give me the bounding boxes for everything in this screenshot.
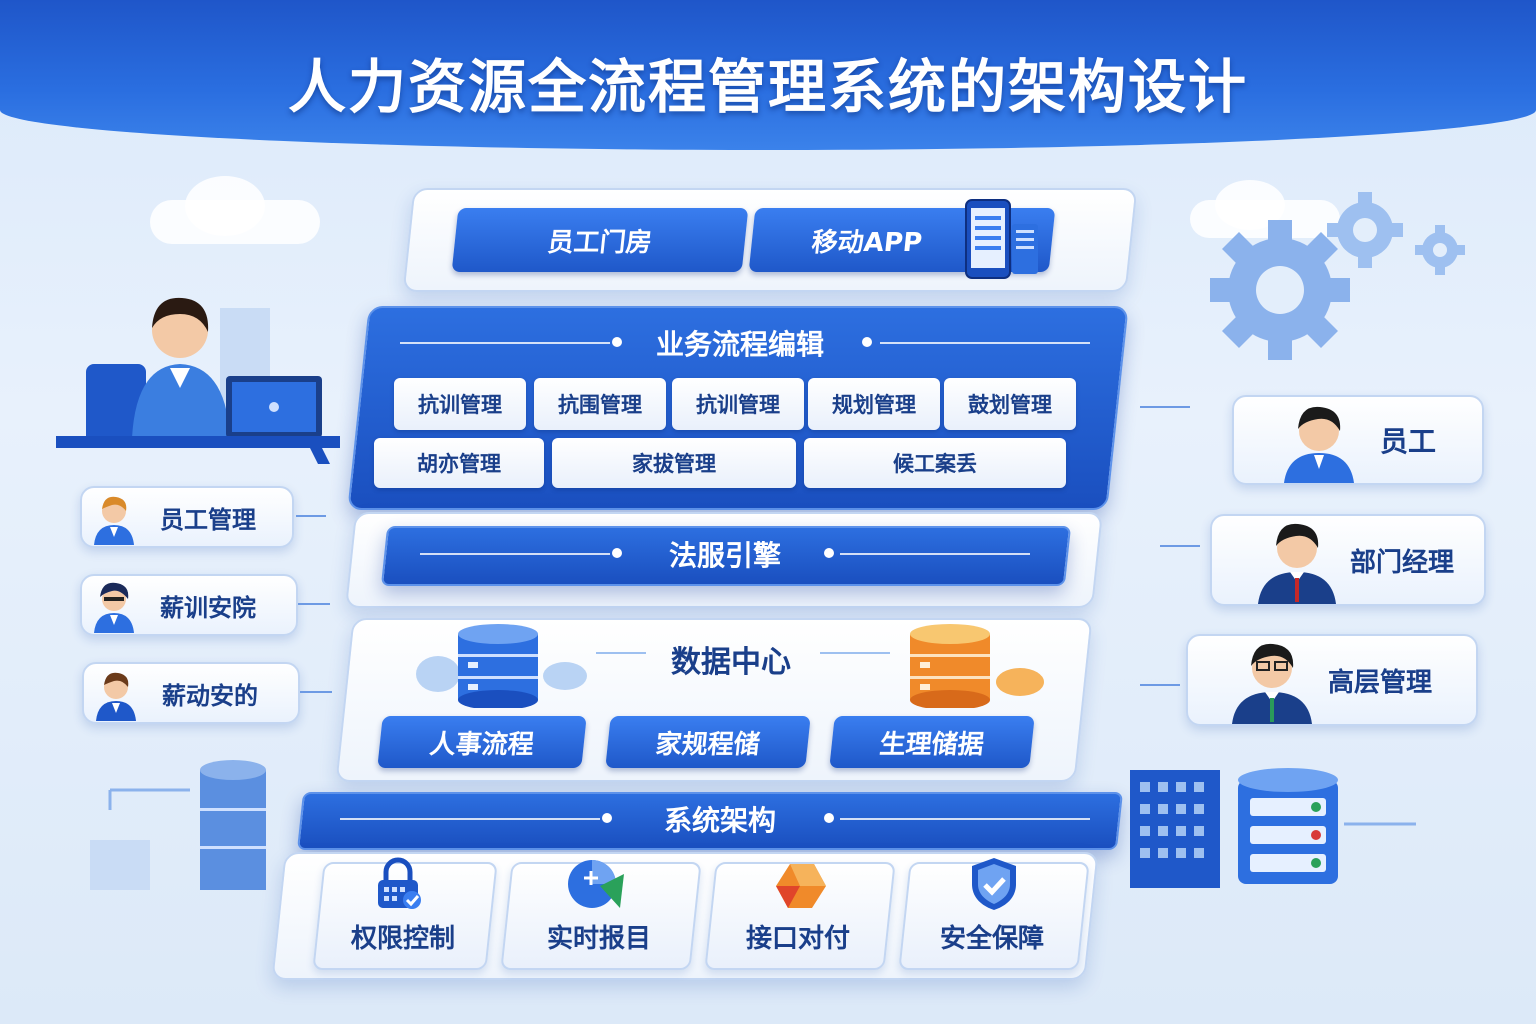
connector-line [820, 652, 890, 654]
person-icon [1258, 523, 1336, 604]
module-label: 抗围管理 [558, 393, 642, 417]
divider-dot [612, 337, 622, 347]
arrow-connector [1140, 406, 1190, 408]
module-label: 胡亦管理 [417, 452, 501, 476]
module-button[interactable]: 鼓划管理 [944, 378, 1076, 430]
divider [840, 553, 1030, 555]
module-label: 候工案丢 [893, 452, 977, 476]
arrow-connector [296, 515, 326, 517]
divider-dot [602, 813, 612, 823]
role-card-label: 员工 [1380, 425, 1437, 458]
role-card-department-manager[interactable]: 部门经理 [1210, 514, 1486, 606]
role-card-label: 高层管理 [1328, 667, 1433, 698]
person-icon [1284, 406, 1354, 483]
module-button[interactable]: 规划管理 [808, 378, 940, 430]
mobile-app-label: 移动APP [810, 227, 924, 258]
person-icon [94, 496, 134, 545]
data-layer-label: 数据中心 [671, 645, 791, 680]
module-label: 家拔管理 [632, 452, 716, 476]
role-card-label: 员工管理 [160, 505, 256, 534]
arrow-connector [298, 603, 330, 605]
page-title: 人力资源全流程管理系统的架构设计 [287, 53, 1248, 121]
role-card-label: 薪动安的 [162, 681, 258, 710]
role-card-employee-management[interactable]: 员工管理 [80, 486, 294, 548]
module-label: 抗训管理 [418, 393, 502, 417]
infra-layer-label: 系统架构 [663, 804, 776, 837]
admin-at-desk-illustration [56, 297, 340, 464]
module-button[interactable]: 抗围管理 [534, 378, 666, 430]
module-label: 鼓划管理 [968, 393, 1052, 417]
data-button[interactable]: 生理储据 [829, 716, 1035, 768]
business-layer-label: 业务流程编辑 [655, 328, 824, 361]
lock-icon [378, 857, 421, 909]
phone-icon [965, 199, 1038, 279]
database-orange-icon [910, 624, 1044, 708]
divider-dot [824, 548, 834, 558]
role-card-label: 薪训安院 [160, 593, 256, 622]
module-button[interactable]: 候工案丢 [804, 438, 1066, 488]
divider-dot [824, 813, 834, 823]
service-layer-label: 法服引擎 [668, 539, 781, 572]
module-label: 规划管理 [832, 393, 916, 417]
data-button-label: 家规程储 [654, 729, 762, 760]
infra-tile-label: 权限控制 [350, 924, 455, 954]
person-icon [94, 582, 134, 633]
gear-icon [1210, 192, 1465, 360]
role-card-compensation[interactable]: 薪动安的 [82, 662, 300, 724]
chart-icon [568, 860, 624, 908]
divider [420, 553, 610, 555]
data-button-label: 生理储据 [878, 729, 986, 760]
divider [840, 818, 1090, 820]
divider [400, 342, 610, 344]
module-button[interactable]: 家拔管理 [552, 438, 796, 488]
employee-portal-label: 员工门房 [546, 227, 654, 258]
interface-cube-icon [776, 864, 826, 908]
role-card-training[interactable]: 薪训安院 [80, 574, 298, 636]
divider-dot [862, 337, 872, 347]
data-button[interactable]: 人事流程 [377, 716, 587, 768]
header-banner [0, 0, 1536, 150]
cloud-decoration [185, 176, 265, 236]
database-icon [416, 624, 587, 708]
building-server-illustration [1130, 768, 1416, 888]
infra-tile-label: 接口对付 [745, 924, 850, 954]
divider [340, 818, 600, 820]
connector-line [596, 652, 646, 654]
shield-icon [972, 858, 1016, 910]
module-button[interactable]: 胡亦管理 [374, 438, 544, 488]
module-button[interactable]: 抗训管理 [672, 378, 804, 430]
data-button[interactable]: 家规程储 [605, 716, 811, 768]
role-card-senior-management[interactable]: 高层管理 [1186, 634, 1478, 726]
module-button[interactable]: 抗训管理 [394, 378, 526, 430]
infra-tile-label: 安全保障 [939, 924, 1044, 954]
data-button-label: 人事流程 [428, 729, 536, 760]
person-icon [1232, 643, 1312, 724]
infra-tile-label: 实时报目 [546, 924, 651, 954]
arrow-connector [1140, 684, 1180, 686]
divider [880, 342, 1090, 344]
role-card-label: 部门经理 [1350, 547, 1455, 578]
arrow-connector [300, 691, 332, 693]
employee-portal-button[interactable]: 员工门房 [451, 208, 749, 272]
module-label: 抗训管理 [696, 393, 780, 417]
server-illustration [90, 760, 266, 890]
arrow-connector [1160, 545, 1200, 547]
person-icon [96, 672, 136, 721]
role-card-employee[interactable]: 员工 [1232, 395, 1484, 485]
divider-dot [612, 548, 622, 558]
